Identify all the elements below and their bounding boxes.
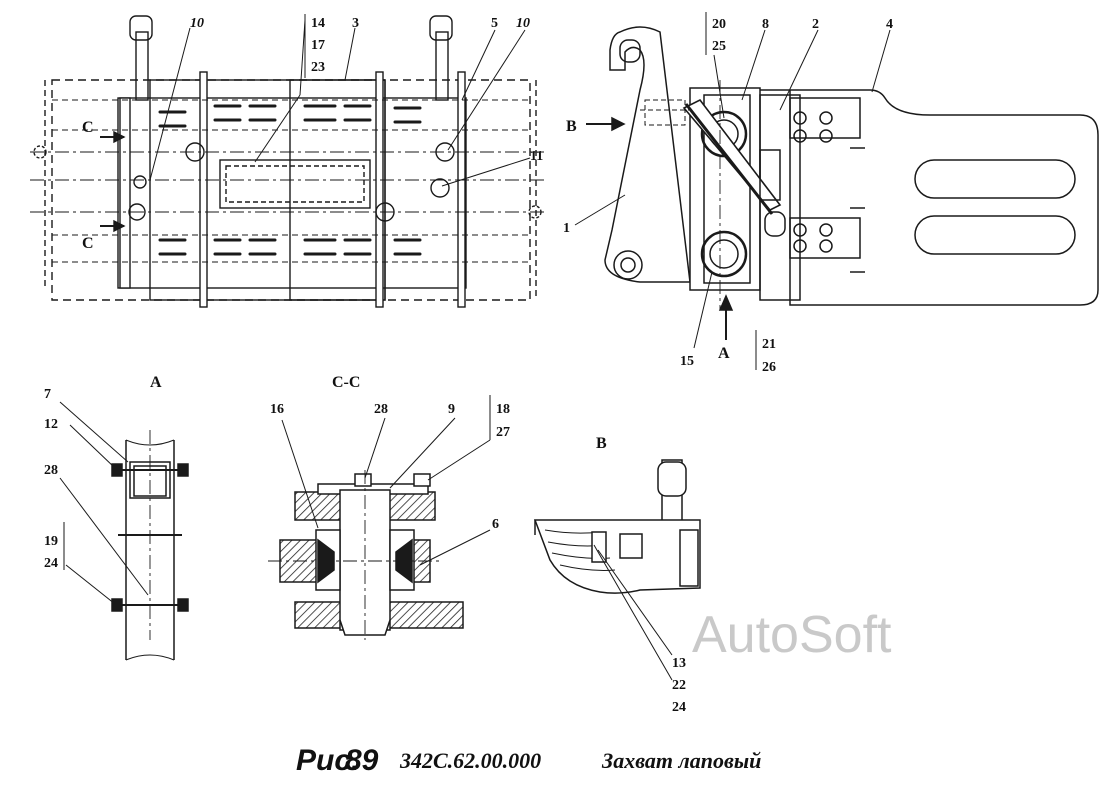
caption-number: 89 — [345, 744, 379, 777]
callout-4: 4 — [886, 17, 893, 32]
callout-10-right: 10 — [516, 16, 530, 31]
callout-9: 9 — [448, 402, 455, 417]
plan-callouts: 10 14 17 23 3 5 10 11 С С — [82, 14, 543, 252]
callout-28-cc: 28 — [374, 402, 388, 417]
callout-11: 11 — [530, 149, 543, 164]
watermark: AutoSoft — [692, 606, 892, 664]
figure-caption: Рис. 89 342С.62.00.000 Захват лаповый — [296, 744, 761, 777]
callout-13: 13 — [672, 656, 686, 671]
section-cc-callouts: С-С 16 28 9 18 27 6 — [270, 374, 510, 532]
callout-16: 16 — [270, 402, 284, 417]
caption-code: 342С.62.00.000 — [399, 748, 541, 773]
callout-19: 19 — [44, 534, 58, 549]
view-arrow-a: А — [718, 345, 730, 362]
side-view — [574, 12, 1099, 370]
callout-25: 25 — [712, 39, 726, 54]
callout-10-left: 10 — [190, 16, 204, 31]
callout-24-b: 24 — [672, 700, 686, 715]
section-cc-title: С-С — [332, 374, 360, 391]
callout-8: 8 — [762, 17, 769, 32]
callout-22: 22 — [672, 678, 686, 693]
callout-7: 7 — [44, 387, 51, 402]
view-arrow-b: В — [566, 118, 577, 135]
callout-17: 17 — [311, 38, 325, 53]
view-b — [533, 459, 701, 681]
callout-3: 3 — [352, 16, 359, 31]
section-arrow-c-top: С — [82, 119, 94, 136]
callout-23: 23 — [311, 60, 325, 75]
callout-24-a: 24 — [44, 556, 58, 571]
callout-18: 18 — [496, 402, 510, 417]
callout-27: 27 — [496, 425, 510, 440]
callout-21: 21 — [762, 337, 776, 352]
callout-26: 26 — [762, 360, 776, 375]
callout-6: 6 — [492, 517, 499, 532]
callout-28-a: 28 — [44, 463, 58, 478]
view-a-callouts: А 7 12 28 19 24 — [44, 374, 162, 571]
callout-1: 1 — [563, 221, 570, 236]
section-cc — [268, 395, 491, 640]
view-a — [59, 401, 189, 661]
view-b-title: В — [596, 435, 607, 452]
callout-2: 2 — [812, 17, 819, 32]
callout-12: 12 — [44, 417, 58, 432]
side-callouts: 20 25 8 2 4 1 15 21 26 В А — [563, 17, 893, 375]
callout-20: 20 — [712, 17, 726, 32]
caption-title: Захват лаповый — [601, 748, 761, 773]
caption-prefix: Рис. — [296, 744, 359, 777]
callout-15: 15 — [680, 354, 694, 369]
view-b-callouts: В 13 22 24 — [596, 435, 686, 715]
plan-view — [30, 15, 548, 308]
section-arrow-c-bottom: С — [82, 235, 94, 252]
view-a-title: А — [150, 374, 162, 391]
callout-5: 5 — [491, 16, 498, 31]
callout-14: 14 — [311, 16, 325, 31]
